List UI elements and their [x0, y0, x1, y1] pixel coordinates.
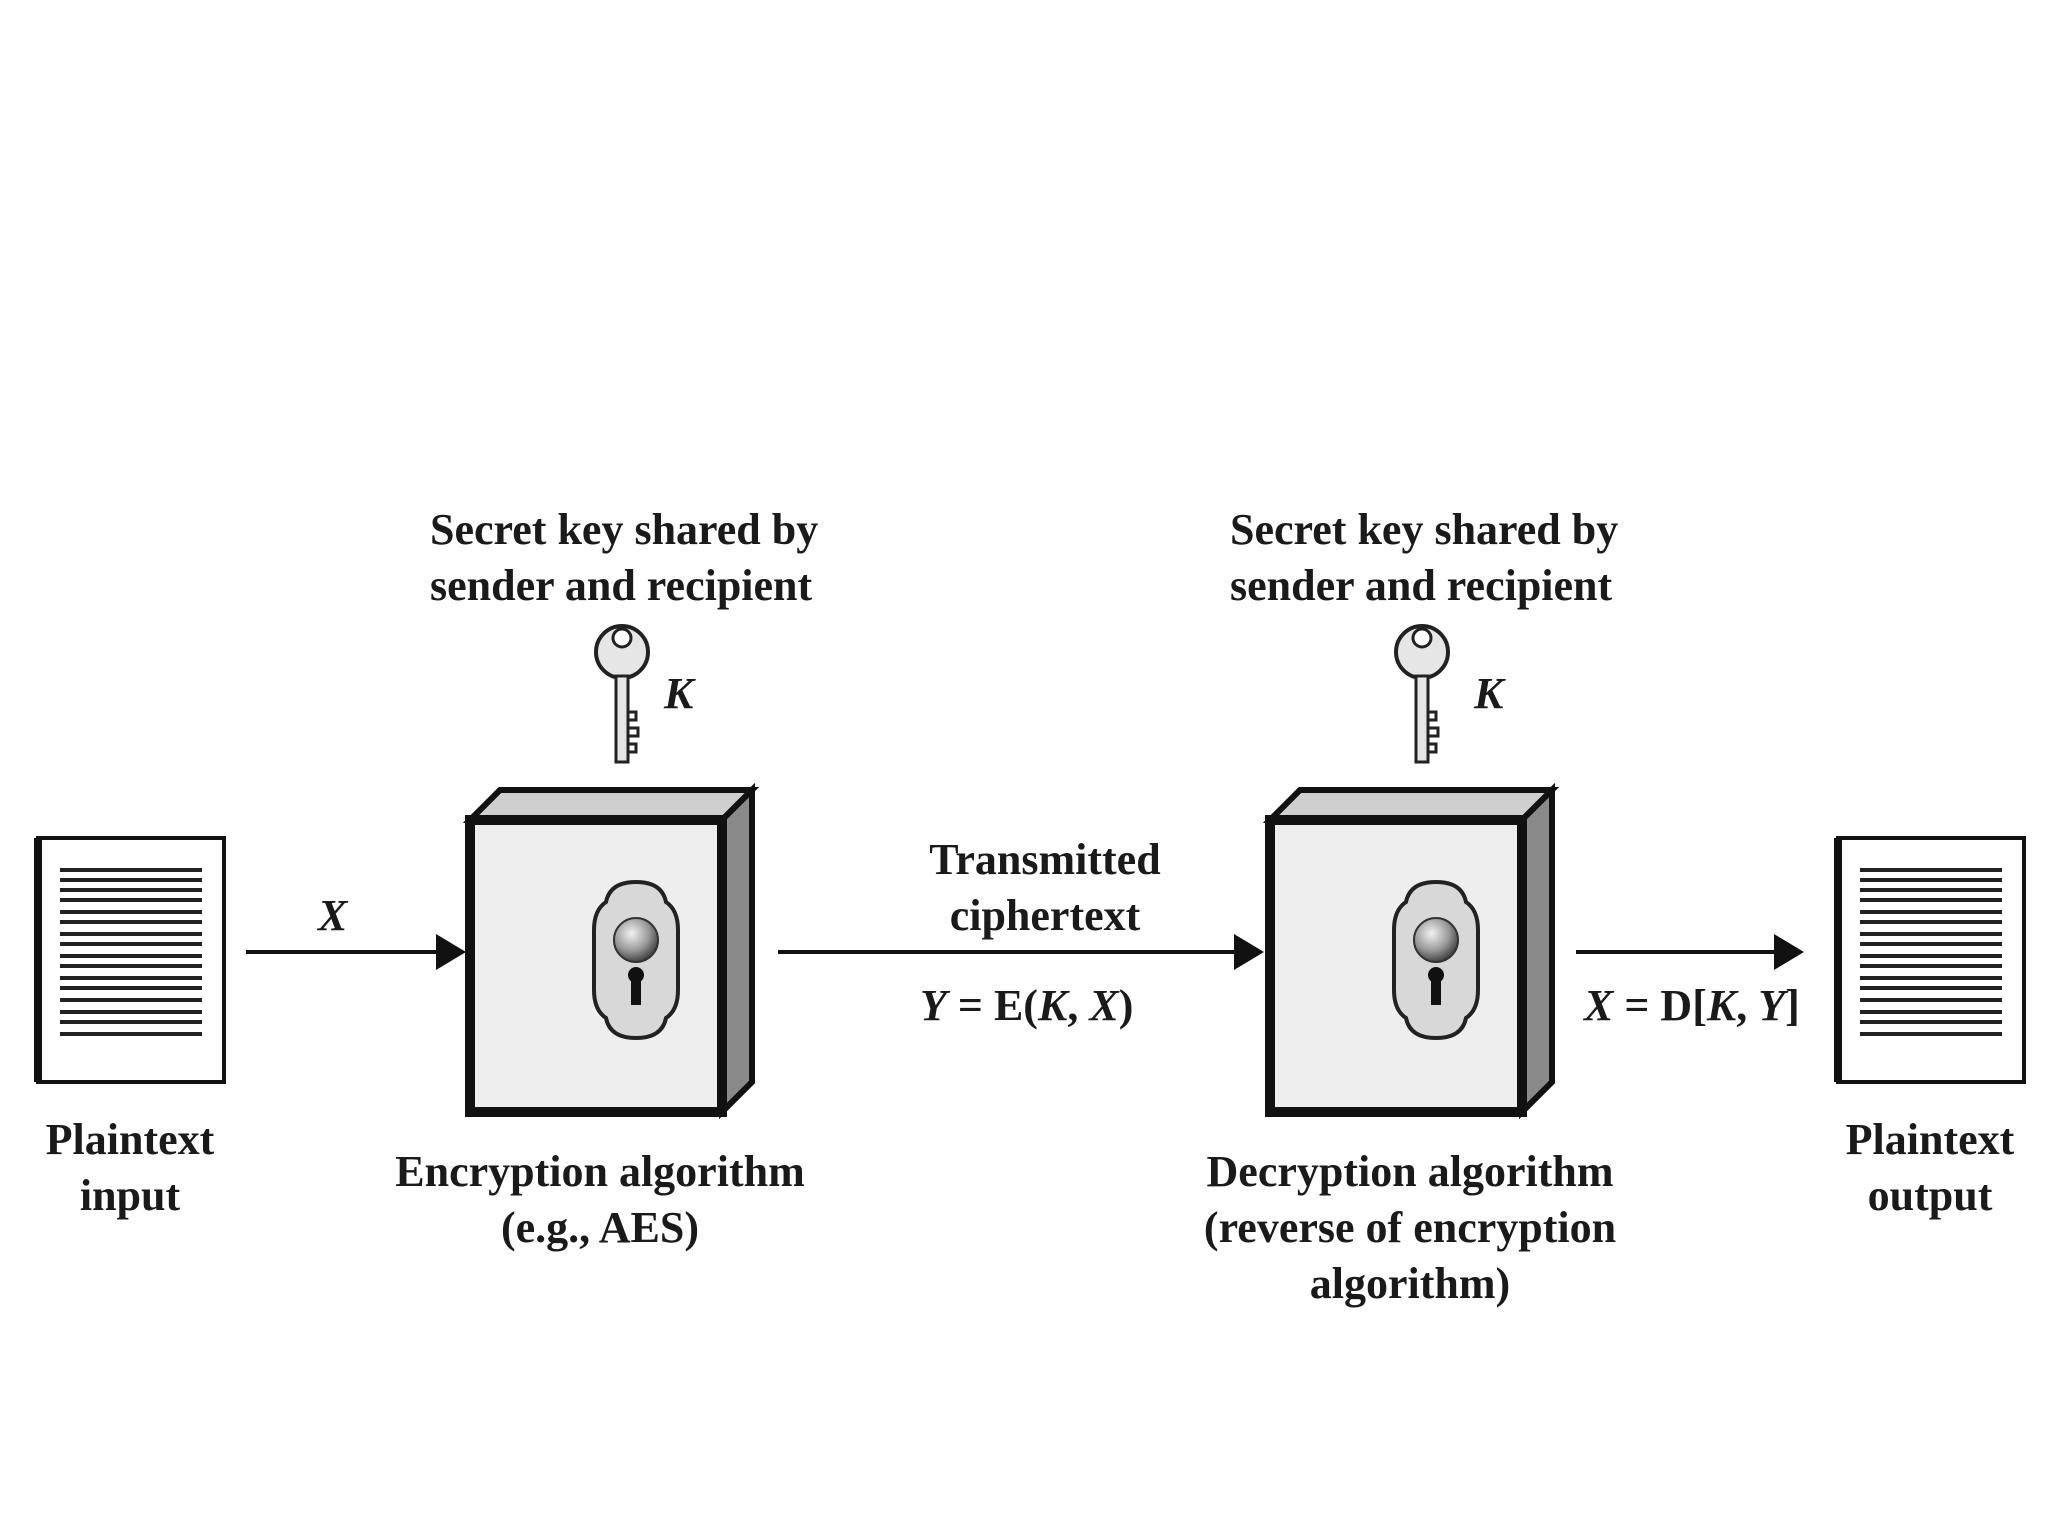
decryption-key-icon	[1396, 626, 1448, 762]
transmitted-ciphertext-label: Transmitted ciphertext	[880, 832, 1210, 944]
encryption-line2: (e.g., AES)	[380, 1200, 820, 1256]
input-symbol: X	[318, 890, 347, 941]
plaintext-output-line2: output	[1820, 1168, 2040, 1224]
decryption-key-caption-line2: sender and recipient	[1230, 558, 1610, 614]
encryption-algorithm-label: Encryption algorithm (e.g., AES)	[380, 1144, 820, 1256]
formula-enc-close: )	[1119, 981, 1134, 1030]
formula-dec-close: ]	[1785, 981, 1800, 1030]
formula-dec-k: K	[1707, 981, 1736, 1030]
decryption-formula: X = D[K, Y]	[1584, 980, 1800, 1031]
decryption-key-symbol: K	[1474, 668, 1503, 719]
decryption-line1: Decryption algorithm	[1190, 1144, 1630, 1200]
encryption-key-caption-line1: Secret key shared by	[430, 502, 810, 558]
plaintext-output-line1: Plaintext	[1820, 1112, 2040, 1168]
decryption-keyhole-icon	[1394, 882, 1478, 1038]
transmitted-line2: ciphertext	[880, 888, 1210, 944]
plaintext-input-line2: input	[20, 1168, 240, 1224]
transmitted-line1: Transmitted	[880, 832, 1210, 888]
formula-dec-lhs: X	[1584, 981, 1613, 1030]
decryption-key-caption: Secret key shared by sender and recipien…	[1230, 502, 1610, 614]
formula-enc-lhs: Y	[920, 981, 947, 1030]
encryption-key-caption-line2: sender and recipient	[430, 558, 810, 614]
plaintext-output-label: Plaintext output	[1820, 1112, 2040, 1224]
formula-enc-k: K	[1038, 981, 1067, 1030]
plaintext-input-label: Plaintext input	[20, 1112, 240, 1224]
encryption-key-symbol: K	[664, 668, 693, 719]
plaintext-input-line1: Plaintext	[20, 1112, 240, 1168]
decryption-key-caption-line1: Secret key shared by	[1230, 502, 1610, 558]
formula-dec-y: Y	[1758, 981, 1785, 1030]
plaintext-output-document-icon	[1838, 838, 2024, 1082]
plaintext-input-document-icon	[38, 838, 224, 1082]
encryption-key-caption: Secret key shared by sender and recipien…	[430, 502, 810, 614]
formula-dec-sep: ,	[1736, 981, 1758, 1030]
formula-enc-x: X	[1089, 981, 1118, 1030]
formula-enc-sep: ,	[1067, 981, 1089, 1030]
decryption-algorithm-label: Decryption algorithm (reverse of encrypt…	[1190, 1144, 1630, 1312]
encryption-keyhole-icon	[594, 882, 678, 1038]
encryption-key-icon	[596, 626, 648, 762]
formula-enc-eq: = E(	[947, 981, 1038, 1030]
output-arrow	[1576, 934, 1804, 970]
input-arrow	[246, 934, 466, 970]
decryption-line2: (reverse of encryption	[1190, 1200, 1630, 1256]
encryption-formula: Y = E(K, X)	[920, 980, 1133, 1031]
encryption-line1: Encryption algorithm	[380, 1144, 820, 1200]
decryption-line3: algorithm)	[1190, 1256, 1630, 1312]
formula-dec-eq: = D[	[1613, 981, 1707, 1030]
